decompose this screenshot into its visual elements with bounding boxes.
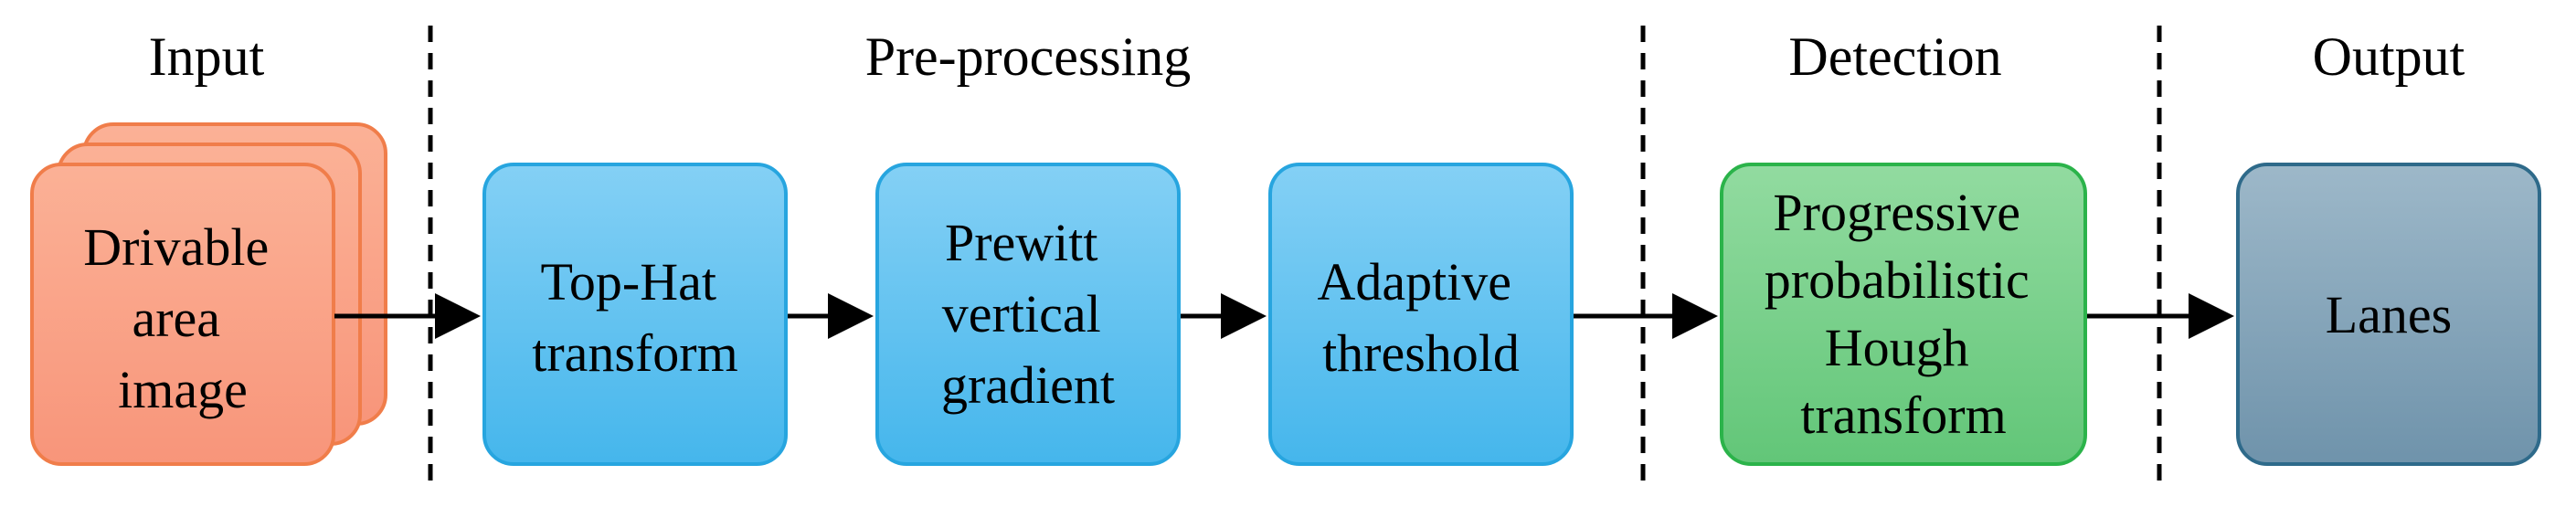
input-block-line-1: Drivable <box>83 217 269 277</box>
input-block-line-2: area <box>132 289 220 348</box>
top-hat-line-1: Top-Hat <box>541 252 716 312</box>
block-lanes: Lanes <box>2236 163 2541 466</box>
svg-text:Lanes: Lanes <box>2326 285 2453 344</box>
input-block-line-3: image <box>118 360 248 419</box>
hough-line-2: probabilistic <box>1765 250 2030 310</box>
adaptive-threshold-line-1: Adaptive <box>1317 252 1511 312</box>
prewitt-line-2: vertical <box>942 284 1101 343</box>
input-image-stack: Drivable area image <box>30 122 387 466</box>
section-title-detection: Detection <box>1788 26 2001 87</box>
hough-box <box>1720 163 2087 466</box>
block-prewitt-vertical-gradient: Prewitt vertical gradient <box>875 163 1181 466</box>
block-top-hat-transform: Top-Hat transform <box>482 163 788 466</box>
adaptive-threshold-line-2: threshold <box>1322 323 1520 383</box>
prewitt-line-1: Prewitt <box>945 213 1098 272</box>
section-title-output: Output <box>2313 26 2465 87</box>
hough-line-4: transform <box>1800 386 2007 445</box>
section-title-input: Input <box>149 26 265 87</box>
hough-line-1: Progressive <box>1773 183 2020 242</box>
adaptive-threshold-box <box>1268 163 1574 466</box>
svg-text:Top-Hat transform: Top-Hat transform <box>532 252 738 383</box>
block-adaptive-threshold: Adaptive threshold <box>1268 163 1574 466</box>
svg-text:Progressive probabilisti: Progressive probabilistic Hough transfor… <box>1765 183 2042 445</box>
section-title-preprocessing: Pre-processing <box>865 26 1192 87</box>
prewitt-box <box>875 163 1181 466</box>
svg-text:Drivable area imag: Drivable area image <box>83 217 281 419</box>
input-block-drivable-area-image <box>30 163 335 466</box>
prewitt-line-3: gradient <box>941 355 1115 415</box>
lanes-line-1: Lanes <box>2326 285 2453 344</box>
svg-text:Adaptive threshold: Adaptive threshold <box>1317 252 1524 383</box>
top-hat-line-2: transform <box>532 323 738 383</box>
hough-line-3: Hough <box>1825 318 1969 377</box>
block-hough-transform: Progressive probabilistic Hough transfor… <box>1720 163 2087 466</box>
top-hat-box <box>482 163 788 466</box>
svg-text:Prewitt vertical g: Prewitt vertical gradient <box>941 213 1115 415</box>
lanes-box <box>2236 163 2541 466</box>
